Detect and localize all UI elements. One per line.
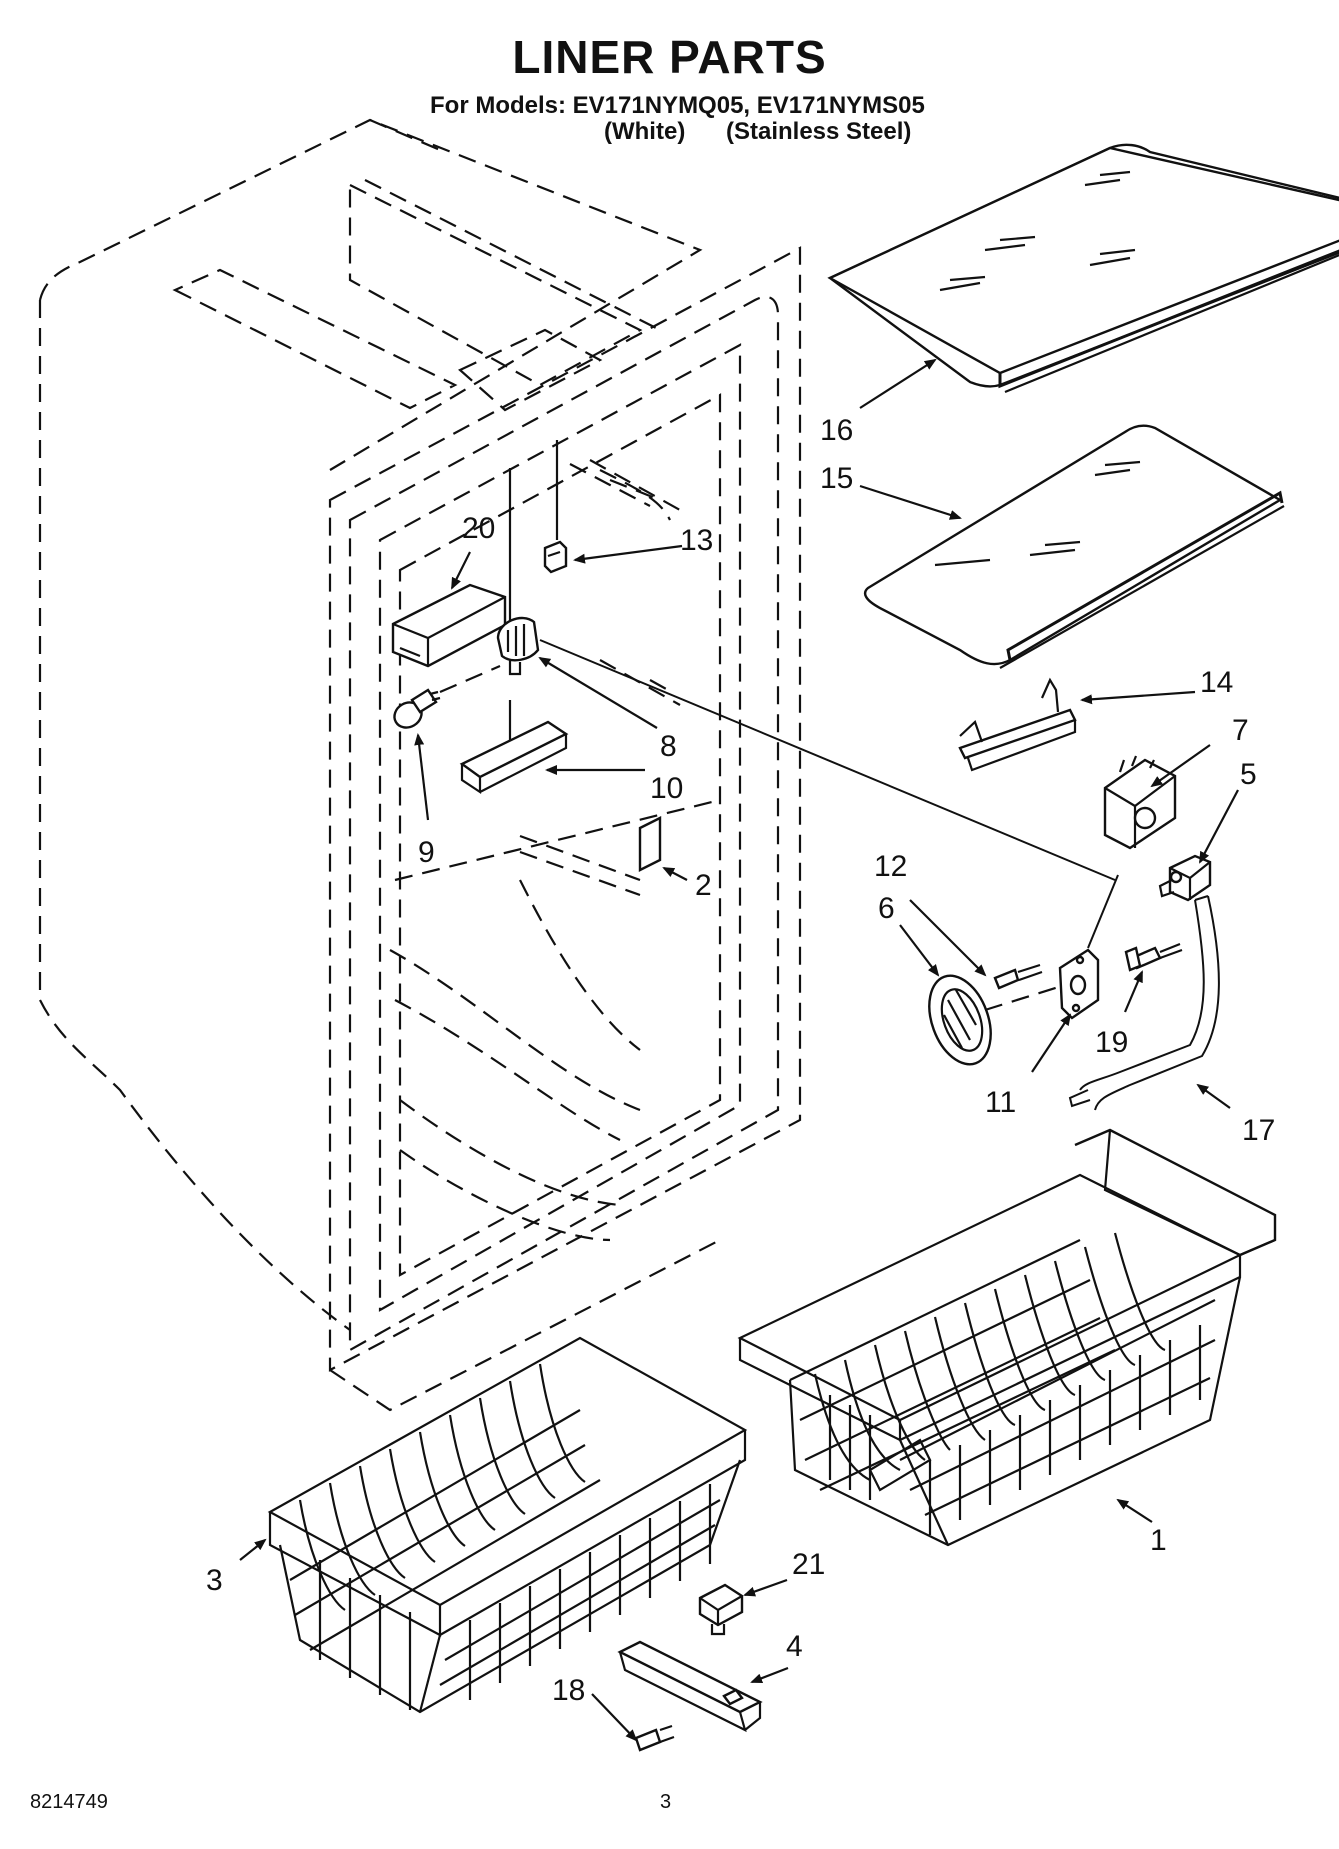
control-plate (1058, 948, 1100, 1020)
liner-label (638, 816, 662, 872)
callout-8: 8 (660, 730, 677, 763)
cabinet-liner (38, 118, 802, 1412)
callout-12: 12 (874, 850, 907, 883)
callout-18: 18 (552, 1674, 585, 1707)
callout-3: 3 (206, 1564, 223, 1597)
light-socket (496, 468, 540, 676)
glass-shelf-lower (864, 424, 1285, 669)
light-bulb (393, 688, 441, 729)
bumper (698, 1583, 744, 1636)
light-bracket (459, 700, 569, 795)
models-line: For Models: EV171NYMQ05, EV171NYMS05 (430, 92, 925, 119)
callout-13: 13 (680, 524, 713, 557)
callout-14: 14 (1200, 666, 1233, 699)
callout-17: 17 (1242, 1114, 1275, 1147)
page-title: LINER PARTS (512, 31, 827, 83)
light-cover (391, 583, 507, 668)
basket-upper (737, 1128, 1277, 1547)
callout-labels: 16 15 14 7 5 12 6 11 19 17 13 8 10 9 2 2… (206, 414, 1275, 1707)
callout-15: 15 (820, 462, 853, 495)
wire-harness (1068, 895, 1220, 1111)
liner-fasteners (519, 463, 681, 897)
bulb-axis (439, 664, 501, 694)
callout-9: 9 (418, 836, 435, 869)
callout-20: 20 (462, 512, 495, 545)
control-knob (928, 974, 992, 1066)
screw-19 (1124, 942, 1183, 972)
light-switch-clip (543, 440, 568, 574)
variant-white-label: (White) (604, 118, 686, 145)
door-switch (1158, 854, 1212, 902)
variant-stainless-label: (Stainless Steel) (726, 118, 912, 145)
callout-4: 4 (786, 1630, 803, 1663)
callout-2: 2 (695, 869, 712, 902)
page-number: 3 (660, 1791, 672, 1813)
temperature-control (1103, 755, 1177, 850)
control-lead (1087, 874, 1119, 949)
callout-16: 16 (820, 414, 853, 447)
document-number: 8214749 (30, 1791, 108, 1813)
screw-12 (993, 963, 1043, 990)
callout-10: 10 (650, 772, 683, 805)
callout-19: 19 (1095, 1026, 1128, 1059)
callout-6: 6 (878, 892, 895, 925)
callout-1: 1 (1150, 1524, 1167, 1557)
callout-5: 5 (1240, 758, 1257, 791)
glass-shelf-upper (827, 143, 1339, 394)
shelf-bracket (958, 677, 1077, 772)
callout-7: 7 (1232, 714, 1249, 747)
basket-rail (617, 1640, 763, 1733)
basket-lower (267, 1336, 748, 1714)
callout-11: 11 (985, 1086, 1016, 1119)
screw-18 (634, 1724, 675, 1752)
callout-leaders (239, 358, 1239, 1742)
assembly-axis-knob (984, 983, 1066, 1012)
callout-21: 21 (792, 1548, 825, 1581)
